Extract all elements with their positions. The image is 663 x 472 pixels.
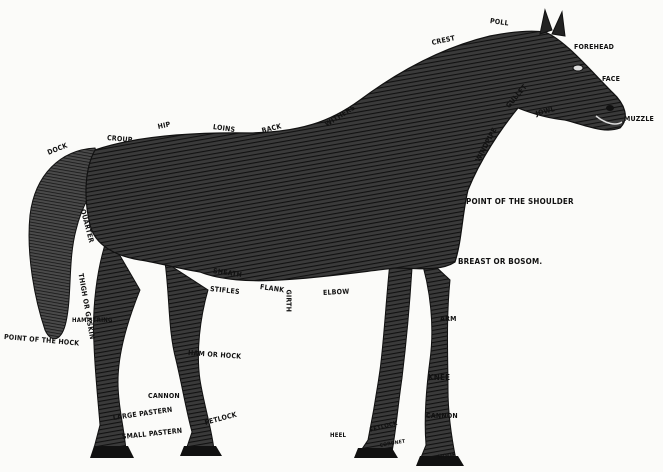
label-muzzle: MUZZLE bbox=[624, 116, 654, 123]
hoof-hind-far bbox=[180, 446, 222, 456]
eye bbox=[573, 65, 583, 71]
label-hamstring: HAM STRING bbox=[72, 318, 113, 324]
label-knee: KNEE bbox=[428, 374, 450, 382]
hoof-fore-far bbox=[354, 448, 398, 458]
label-point-of-shoulder: POINT OF THE SHOULDER bbox=[466, 198, 574, 206]
label-cannon-fore: CANNON bbox=[426, 413, 458, 420]
ear-right bbox=[552, 12, 565, 36]
label-girth: GIRTH bbox=[285, 290, 292, 313]
label-arm: ARM bbox=[440, 316, 457, 323]
nostril bbox=[606, 105, 614, 111]
label-elbow: ELBOW bbox=[323, 289, 350, 297]
hoof-hind-near bbox=[90, 446, 134, 458]
body bbox=[86, 31, 625, 281]
label-cannon-hind: CANNON bbox=[148, 393, 180, 400]
label-face: FACE bbox=[602, 76, 620, 83]
label-breast: BREAST OR BOSOM. bbox=[458, 258, 542, 266]
label-forehead: FOREHEAD bbox=[574, 44, 614, 51]
fore-leg-near bbox=[418, 250, 456, 460]
label-heel: HEEL bbox=[330, 433, 346, 439]
ear-left bbox=[540, 10, 552, 34]
